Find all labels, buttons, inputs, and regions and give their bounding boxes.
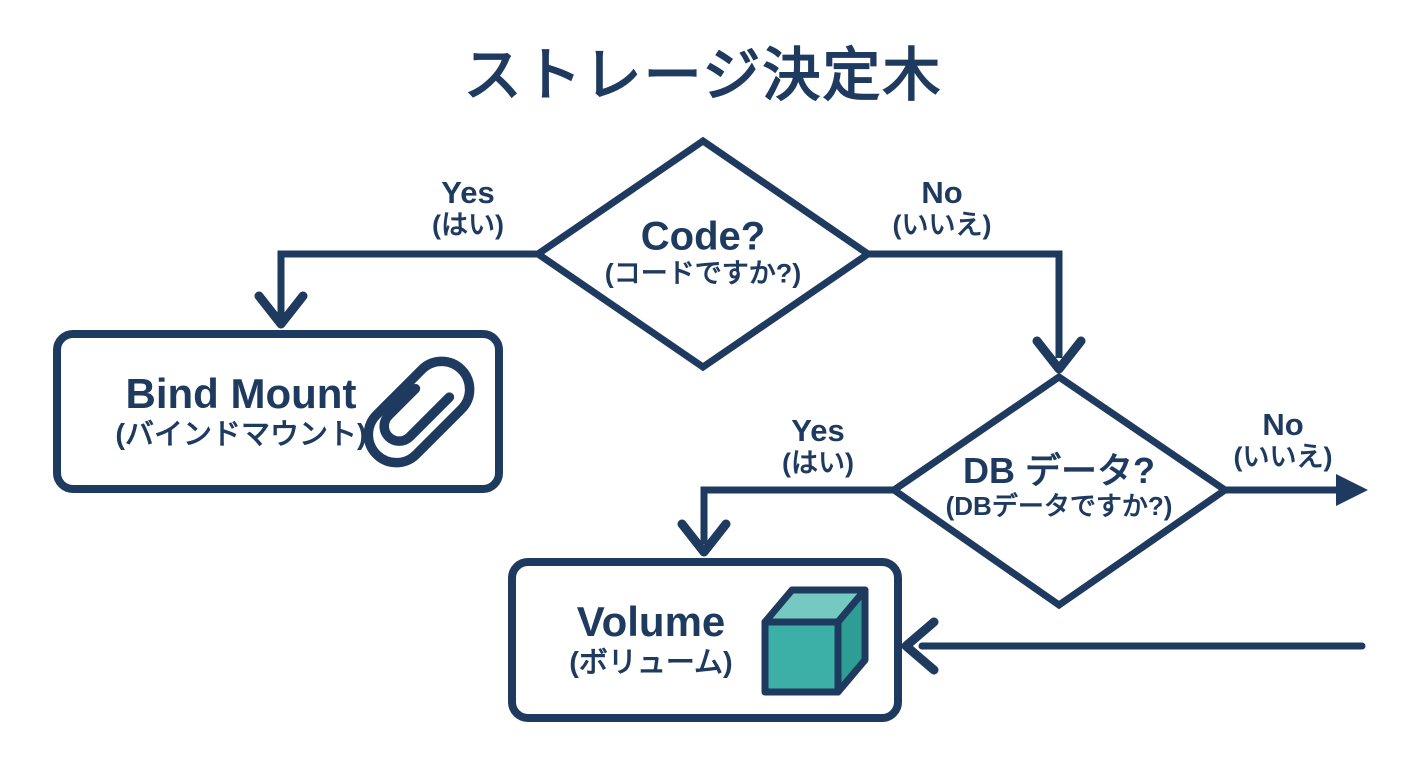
edge-sublabel-text: (いいえ) [1233,442,1333,472]
bind-mount-node: Bind Mount (バインドマウント) [53,330,503,493]
edge-sublabel-text: (はい) [782,448,854,478]
edge-label-db-no: No (いいえ) [1234,408,1333,473]
decision-code-text: Code? (コードですか?) [605,215,801,290]
edge-label-text: No [1262,407,1304,442]
edge-label-text: No [921,175,963,210]
connector-line [277,250,538,318]
diagram-title: ストレージ決定木 [463,43,943,108]
connector-volume-return [901,617,1366,675]
arrowhead-down-icon [1032,336,1086,374]
node-sublabel: (バインドマウント) [115,418,367,451]
connector-db-no [1225,474,1368,506]
edge-label-db-yes: Yes (はい) [782,414,854,479]
volume-text: Volume (ボリューム) [526,599,776,681]
edge-label-code-yes: Yes (はい) [432,176,504,241]
arrowhead-right-icon [1336,474,1368,506]
connector-db-yes [677,486,894,557]
node-label: Bind Mount [125,369,357,417]
node-sublabel: (ボリューム) [569,647,733,679]
decision-label: Code? [640,214,766,259]
connector-line [700,486,894,544]
arrowhead-down-icon [677,519,731,557]
bind-mount-text: Bind Mount (バインドマウント) [76,369,406,453]
arrowhead-left-icon [901,617,939,675]
volume-node: Volume (ボリューム) [508,558,902,722]
decision-db-data-text: DB データ? (DBデータですか?) [945,450,1173,522]
edge-label-text: Yes [441,175,495,210]
edge-sublabel-text: (はい) [432,210,504,240]
connector-code-yes [254,250,538,329]
decision-label: DB データ? [962,450,1155,491]
connector-line [868,250,1063,358]
edge-label-code-no: No (いいえ) [893,176,992,241]
decision-sublabel: (DBデータですか?) [945,491,1173,521]
connector-code-no [868,250,1086,374]
node-label: Volume [576,598,726,645]
edge-sublabel-text: (いいえ) [892,210,992,240]
edge-label-text: Yes [791,413,845,448]
cube-icon [761,586,869,696]
decision-sublabel: (コードですか?) [604,258,802,289]
arrowhead-down-icon [254,291,308,329]
paperclip-icon [363,356,475,467]
